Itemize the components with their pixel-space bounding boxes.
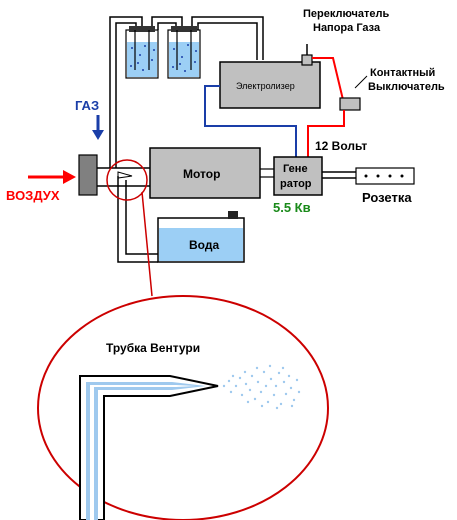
gas-pressure-switch: Переключатель Напора Газа <box>301 8 389 66</box>
blue-wire <box>204 85 297 158</box>
contact-switch: Контактный Выключатель <box>339 67 445 111</box>
drive-shaft <box>260 168 274 178</box>
red-wire-lower <box>307 110 345 158</box>
bubbler-jar-right <box>167 26 201 79</box>
venturi-spray <box>222 364 301 410</box>
intake-manifold <box>97 167 150 187</box>
generator-label-line2: ратор <box>280 178 312 190</box>
motor: Мотор <box>149 147 261 199</box>
gas-switch-label-line2: Напора Газа <box>313 22 381 34</box>
zoom-leader-line <box>141 191 153 297</box>
motor-label: Мотор <box>183 167 220 181</box>
electrolyzer: Электролизер <box>219 61 321 109</box>
water-tank: Вода <box>157 211 245 263</box>
gas-switch-label-line1: Переключатель <box>303 8 389 20</box>
outlet-label: Розетка <box>362 190 412 205</box>
water-label: Вода <box>189 238 219 252</box>
venturi-highlight-circle <box>106 159 148 201</box>
contact-switch-label-line2: Выключатель <box>368 81 445 93</box>
bubbler-jar-left <box>125 26 159 79</box>
gas-arrow: ГАЗ <box>75 98 104 140</box>
electrolyzer-label: Электролизер <box>236 81 295 91</box>
output-cable <box>322 171 356 179</box>
contact-switch-label-line1: Контактный <box>370 67 435 79</box>
generator-label-line1: Гене <box>283 163 308 175</box>
air-intake-filter <box>78 154 98 196</box>
power-output-label: 5.5 Кв <box>273 200 311 215</box>
voltage-label: 12 Вольт <box>315 139 367 153</box>
generator: Гене ратор <box>273 156 323 196</box>
red-wire-upper <box>312 57 345 105</box>
air-arrow: ВОЗДУХ <box>6 170 76 203</box>
venturi-nozzle-small <box>117 171 133 179</box>
power-outlet: Розетка <box>355 167 415 205</box>
air-label: ВОЗДУХ <box>6 188 60 203</box>
venturi-detail-view: Трубка Вентури <box>37 295 329 520</box>
venturi-label: Трубка Вентури <box>106 341 200 355</box>
gas-label: ГАЗ <box>75 98 99 113</box>
